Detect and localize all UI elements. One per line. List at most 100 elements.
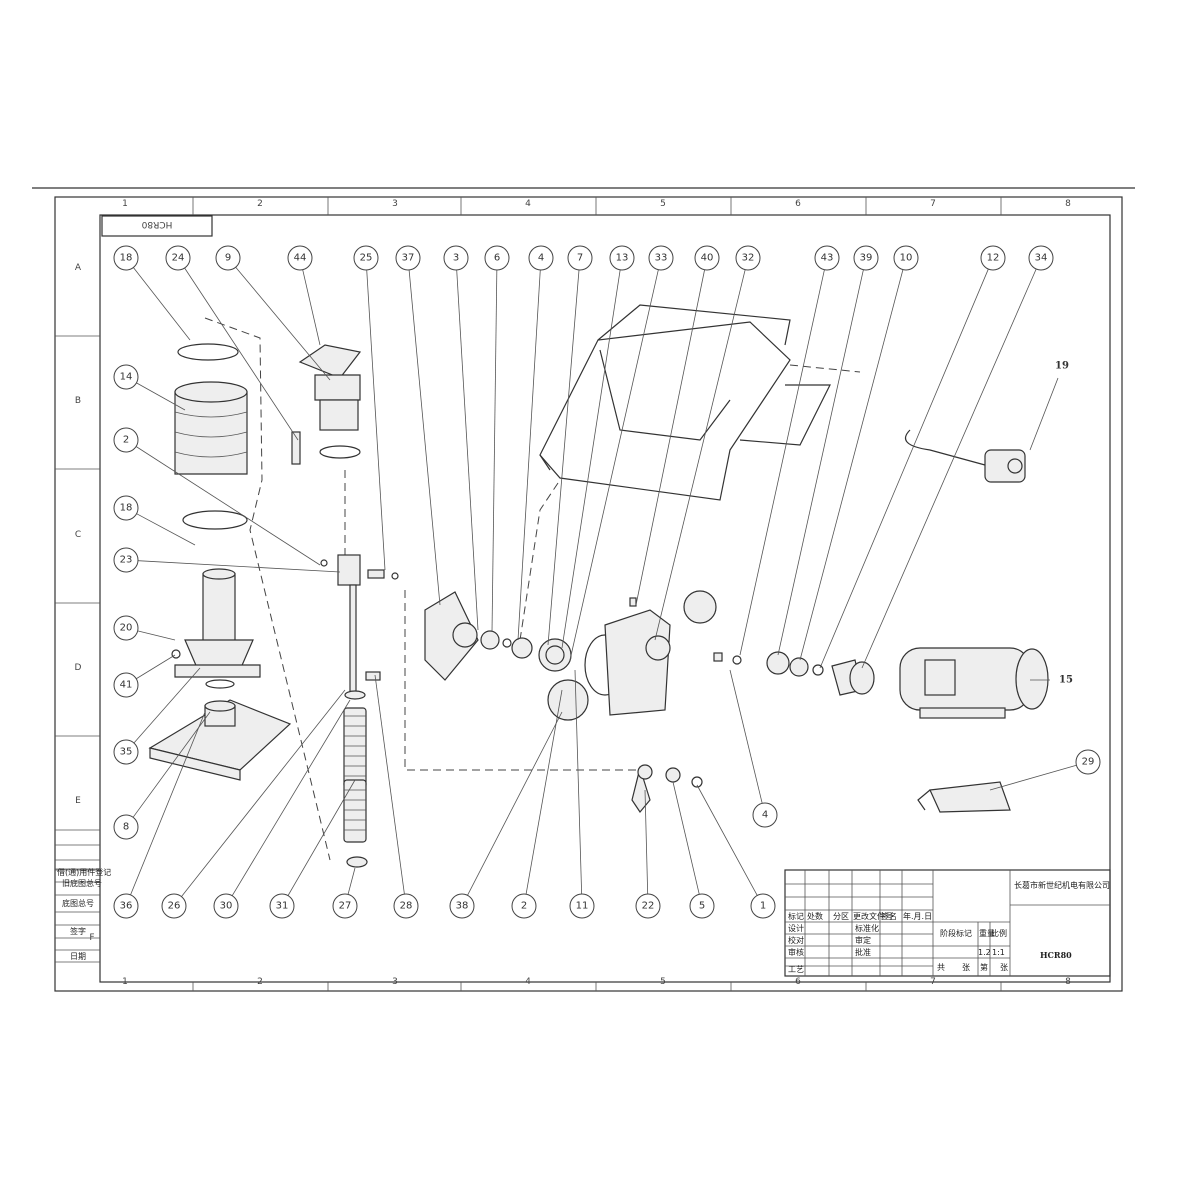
callout-number: 1	[760, 901, 766, 912]
callout-number: 14	[120, 372, 133, 383]
springs	[343, 707, 368, 868]
tb-label: 标准化	[855, 923, 879, 933]
tb-label: 处数	[807, 911, 823, 921]
base-plate	[148, 699, 292, 781]
callout-number: 30	[220, 901, 233, 912]
outer-frame	[54, 196, 1123, 992]
inner-border	[99, 214, 1111, 983]
callout-4: 4	[517, 245, 554, 641]
callout-2: 2	[113, 427, 321, 566]
callout-40: 40	[635, 245, 720, 606]
tb-label: 年.月.日	[903, 911, 932, 921]
callout-number: 26	[168, 901, 181, 912]
scale-value: 1:1	[992, 948, 1005, 957]
callout-number: 36	[120, 901, 133, 912]
callout-24: 24	[165, 245, 299, 441]
callout-33: 33	[569, 245, 674, 661]
callout-38: 38	[449, 711, 563, 919]
callout-number: 43	[821, 253, 834, 264]
weight-value: 1.2	[978, 948, 991, 957]
tb-label: 标记	[788, 911, 804, 921]
column-mark: 8	[1065, 977, 1071, 987]
tb-label: 审定	[855, 935, 871, 945]
tb-label: 更改文件号	[853, 911, 893, 921]
assembly-path-handle	[519, 364, 861, 641]
guide-cylinder	[171, 568, 261, 689]
callout-10: 10	[799, 245, 919, 661]
side-table: 借(通)用件登记 旧底图总号 底图总号 签字 日期	[55, 829, 111, 963]
column-mark: 2	[257, 977, 263, 987]
callout-15: 15	[1030, 675, 1073, 686]
weight-label: 重量	[979, 928, 995, 938]
tb-label: 设计	[788, 923, 804, 933]
callout-number: 12	[987, 253, 1000, 264]
column-mark: 6	[795, 977, 801, 987]
callout-number: 44	[294, 253, 307, 264]
column-mark: 6	[795, 199, 801, 209]
callout-11: 11	[569, 669, 595, 919]
callout-number: 39	[860, 253, 873, 264]
assembly-path-left	[204, 317, 331, 861]
callout-34: 34	[861, 245, 1054, 669]
callout-20: 20	[113, 615, 176, 641]
callout-number: 9	[225, 253, 231, 264]
callout-26: 26	[161, 689, 346, 919]
callout-number: 18	[120, 503, 133, 514]
callout-number: 13	[616, 253, 629, 264]
column-mark: 4	[525, 977, 531, 987]
callout-32: 32	[654, 245, 761, 641]
tb-label: 签名	[881, 911, 897, 921]
callout-28: 28	[374, 674, 419, 919]
callout-41: 41	[113, 654, 176, 698]
scale-label: 比例	[991, 928, 1007, 938]
side-table-label: 借(通)用件登记	[57, 867, 111, 877]
piston-rod	[320, 554, 399, 700]
callout-3: 3	[443, 245, 479, 631]
callout-number: 41	[120, 680, 133, 691]
sheet-unit: 张	[962, 963, 970, 972]
handle-frame	[539, 304, 831, 501]
callout-2: 2	[511, 689, 563, 919]
callout-18: 18	[113, 495, 196, 546]
callout-number: 4	[538, 253, 544, 264]
callout-number: 8	[123, 822, 129, 833]
crank-housing-parts	[424, 590, 717, 814]
motor	[899, 647, 1049, 719]
callout-number: 24	[172, 253, 185, 264]
callout-35: 35	[113, 667, 201, 765]
callout-18: 18	[113, 245, 191, 341]
callout-39: 39	[777, 245, 879, 656]
callout-number: 10	[900, 253, 913, 264]
row-mark: C	[75, 530, 81, 540]
callout-number: 35	[120, 747, 133, 758]
callout-4: 4	[729, 669, 778, 828]
callout-number: 32	[742, 253, 755, 264]
tb-label: 工艺	[788, 965, 804, 974]
callout-number: 5	[699, 901, 705, 912]
callout-number: 40	[701, 253, 714, 264]
callout-44: 44	[287, 245, 321, 346]
callout-number: 11	[576, 901, 589, 912]
row-mark: D	[75, 663, 82, 673]
column-mark: 1	[122, 977, 128, 987]
column-mark: 5	[660, 199, 666, 209]
callout-number: 23	[120, 555, 133, 566]
callout-25: 25	[353, 245, 386, 571]
title-block: 标记 处数 分区 更改文件号 签名 年.月.日 设计 校对 审核 工艺 标准化 …	[784, 869, 1111, 977]
callout-43: 43	[739, 245, 840, 656]
column-mark: 7	[930, 199, 936, 209]
bellows-assembly	[174, 343, 248, 530]
stage-label: 阶段标记	[940, 928, 972, 938]
callout-number: 4	[762, 810, 768, 821]
top-cover	[291, 344, 362, 465]
callout-number: 2	[521, 901, 527, 912]
callout-7: 7	[547, 245, 593, 646]
callout-number: 3	[453, 253, 459, 264]
side-table-label: 底图总号	[62, 898, 94, 908]
shaft-parts-right	[713, 651, 875, 696]
column-mark: 8	[1065, 199, 1071, 209]
column-mark: 3	[392, 977, 398, 987]
callout-number: 7	[577, 253, 583, 264]
